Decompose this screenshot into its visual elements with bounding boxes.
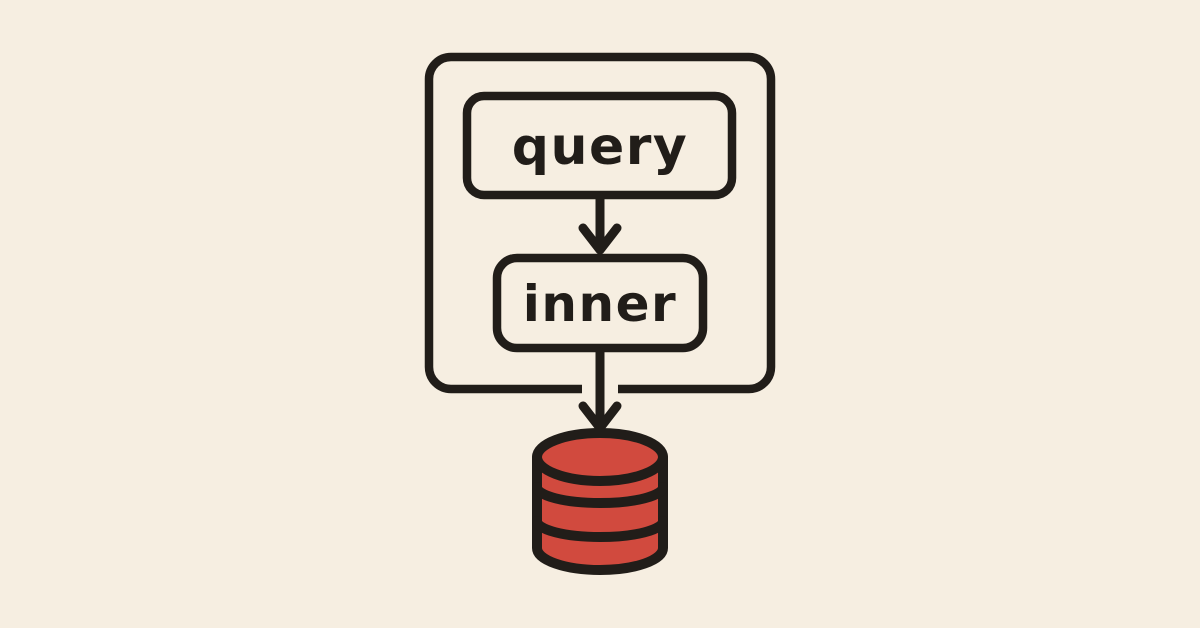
database-body <box>532 452 668 575</box>
database-band-divider <box>532 482 668 508</box>
inner-label: inner <box>523 275 677 333</box>
database-top <box>532 428 668 486</box>
query-label: query <box>512 117 689 177</box>
database-icon <box>532 428 668 575</box>
arrow-head-icon <box>578 223 622 255</box>
arrow-query-to-inner <box>578 192 622 255</box>
node-query: query <box>462 91 737 200</box>
database-band-divider <box>532 516 668 542</box>
